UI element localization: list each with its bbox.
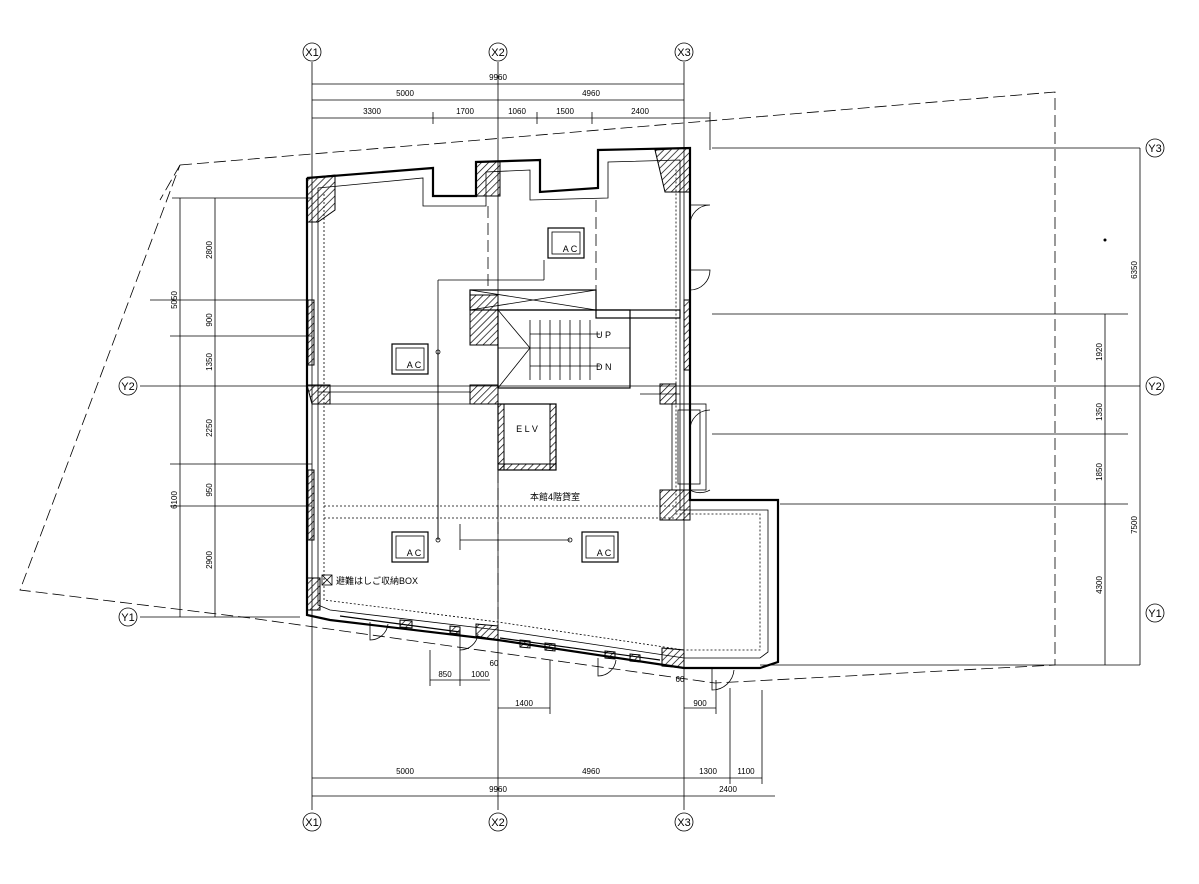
dim-bottom-misc-6: 900	[693, 699, 707, 708]
grid-bubble-y2-right: Y2	[1145, 376, 1165, 396]
dim-bottom-span-1: 5000	[396, 767, 414, 776]
annex-room	[671, 403, 707, 491]
svg-text:X2: X2	[491, 817, 504, 829]
escape-ladder-box: 避難はしご収納BOX	[321, 574, 418, 586]
dim-bottom-span-2: 4960	[582, 767, 600, 776]
grid-bubble-y1-left: Y1	[118, 607, 138, 627]
svg-text:Y3: Y3	[1148, 143, 1161, 155]
dim-right-sub-2: 1350	[1095, 403, 1104, 421]
left-dimensions: 5050 6100 2800 900 1350 2250 950 2900	[150, 197, 312, 617]
dim-left-overall-2: 6100	[170, 491, 179, 509]
stair: U P D N	[469, 289, 681, 389]
svg-text:X2: X2	[491, 47, 504, 59]
dim-top-total: 9960	[489, 73, 507, 82]
dim-bottom-misc-4: 1400	[515, 699, 533, 708]
ac-unit-2: A C	[391, 343, 429, 375]
dim-bottom-misc-3: 60	[490, 659, 499, 668]
ac-unit-4: A C	[581, 531, 619, 563]
svg-text:X1: X1	[305, 47, 318, 59]
dim-left-sub-1: 2800	[205, 241, 214, 259]
top-dimensions: 9960 5000 4960 3300 1700 1060 1500 2400	[312, 73, 711, 150]
ac-unit-1-label: A C	[563, 244, 578, 254]
ac-unit-4-label: A C	[597, 548, 612, 558]
dim-left-sub-3: 1350	[205, 353, 214, 371]
dim-bottom-misc-2: 1000	[471, 670, 489, 679]
grid-bubble-x3-bottom: X3	[674, 812, 694, 832]
elevator-label: E L V	[516, 424, 538, 434]
dim-top-sub-2: 1700	[456, 107, 474, 116]
dim-top-span-2: 4960	[582, 89, 600, 98]
grid-lines	[140, 62, 1140, 810]
dim-top-sub-4: 1500	[556, 107, 574, 116]
dim-top-sub-3: 1060	[508, 107, 526, 116]
dim-right-overall-2: 7500	[1130, 516, 1139, 534]
svg-text:X3: X3	[677, 47, 690, 59]
dim-left-sub-6: 2900	[205, 551, 214, 569]
stair-up-label: U P	[596, 330, 611, 340]
ac-unit-3: A C	[391, 531, 429, 563]
svg-text:Y1: Y1	[1148, 608, 1161, 620]
stair-down-label: D N	[596, 362, 612, 372]
dim-left-sub-5: 950	[205, 483, 214, 497]
svg-text:Y1: Y1	[121, 612, 134, 624]
svg-text:X1: X1	[305, 817, 318, 829]
grid-bubble-y3-right: Y3	[1145, 138, 1165, 158]
rental-room-label: 本館4階貸室	[530, 491, 580, 502]
grid-bubble-x1-bottom: X1	[302, 812, 322, 832]
grid-bubble-y1-right: Y1	[1145, 603, 1165, 623]
dim-top-sub-1: 3300	[363, 107, 381, 116]
dim-left-sub-2: 900	[205, 313, 214, 327]
stair-treads	[539, 320, 591, 380]
grid-bubble-x1-top: X1	[302, 42, 322, 62]
site-boundary	[19, 91, 1056, 684]
dim-bottom-misc-5: 60	[676, 675, 685, 684]
dim-left-overall-1: 5050	[170, 291, 179, 309]
svg-text:Y2: Y2	[1148, 381, 1161, 393]
wall-columns	[306, 147, 691, 669]
bottom-dimensions: 5000 4960 1300 1100 9960 2400 850 1000 6…	[312, 650, 775, 797]
svg-text:Y2: Y2	[121, 381, 134, 393]
ac-unit-3-label: A C	[407, 548, 422, 558]
dim-bottom-total-1: 9960	[489, 785, 507, 794]
dim-bottom-total-2: 2400	[719, 785, 737, 794]
dim-bottom-span-3: 1300	[699, 767, 717, 776]
right-dimensions: 6350 7500 1920 1350 1850 4300	[712, 148, 1141, 665]
dim-left-sub-4: 2250	[205, 419, 214, 437]
elevator: E L V	[497, 403, 557, 471]
grid-bubble-x2-bottom: X2	[488, 812, 508, 832]
ac-unit-2-label: A C	[407, 360, 422, 370]
dim-bottom-misc-1: 850	[438, 670, 452, 679]
ac-piping	[435, 260, 573, 550]
dim-right-overall-1: 6350	[1130, 261, 1139, 279]
bottom-windows	[339, 615, 661, 663]
dim-top-span-1: 5000	[396, 89, 414, 98]
grid-bubble-x2-top: X2	[488, 42, 508, 62]
ac-unit-1: A C	[547, 227, 585, 259]
dim-right-sub-3: 1850	[1095, 463, 1104, 481]
doors	[369, 204, 735, 691]
marker-dot	[1103, 238, 1107, 242]
escape-ladder-label: 避難はしご収納BOX	[336, 575, 418, 586]
grid-bubble-y2-left: Y2	[118, 376, 138, 396]
grid-bubble-x3-top: X3	[674, 42, 694, 62]
svg-text:X3: X3	[677, 817, 690, 829]
dim-right-sub-1: 1920	[1095, 343, 1104, 361]
dim-right-sub-4: 4300	[1095, 576, 1104, 594]
dim-top-sub-5: 2400	[631, 107, 649, 116]
dim-bottom-span-4: 1100	[737, 767, 755, 776]
building-walls	[305, 146, 780, 670]
